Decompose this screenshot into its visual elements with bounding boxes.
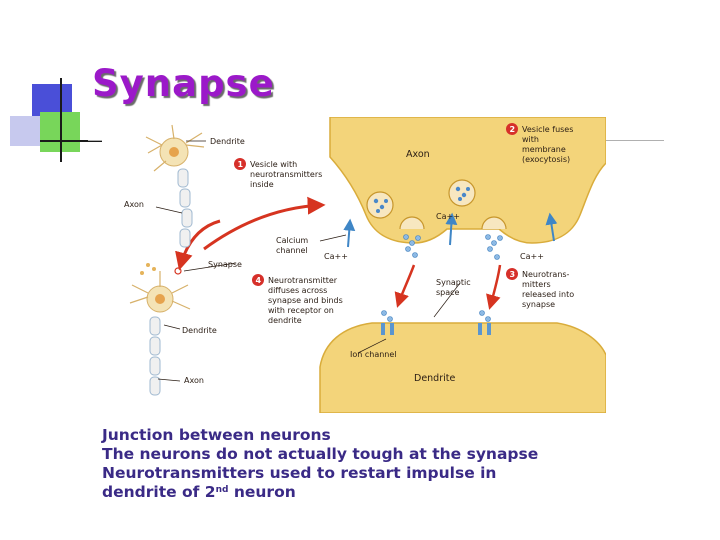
- svg-text:synapse: synapse: [522, 300, 555, 309]
- decor-vertical-line: [60, 78, 62, 162]
- svg-text:diffuses across: diffuses across: [268, 286, 327, 295]
- svg-text:1: 1: [238, 160, 244, 169]
- caption-line-3: Neurotransmitters used to restart impuls…: [102, 464, 497, 482]
- label-ion-channel: Ion channel: [350, 350, 397, 359]
- label-calcium-2: channel: [276, 246, 308, 255]
- arrow-neuron: [175, 219, 221, 271]
- step-4: 4 Neurotransmitter diffuses across synap…: [252, 274, 343, 325]
- svg-text:(exocytosis): (exocytosis): [522, 155, 570, 164]
- label-dendrite-terminal: Dendrite: [414, 373, 455, 384]
- svg-text:dendrite: dendrite: [268, 316, 302, 325]
- neuron-illustration: [146, 137, 193, 396]
- label-calcium-1: Calcium: [276, 236, 308, 245]
- svg-text:4: 4: [256, 276, 262, 285]
- svg-text:synapse and binds: synapse and binds: [268, 296, 343, 305]
- label-ca-inside: Ca++: [436, 212, 460, 221]
- caption-line-4: dendrite of 2nd neuron: [102, 483, 296, 501]
- svg-text:inside: inside: [250, 180, 274, 189]
- svg-text:neurotransmitters: neurotransmitters: [250, 170, 322, 179]
- svg-text:2: 2: [510, 125, 516, 134]
- label-synaptic-1: Synaptic: [436, 278, 471, 287]
- decor-square-lavender: [10, 116, 40, 146]
- step-2: 2 Vesicle fuses with membrane (exocytosi…: [506, 123, 573, 164]
- svg-text:Vesicle fuses: Vesicle fuses: [522, 125, 573, 134]
- step-3: 3 Neurotrans- mitters released into syna…: [506, 268, 574, 309]
- slide-title: Synapse: [92, 62, 275, 105]
- step-1: 1 Vesicle with neurotransmitters inside: [234, 158, 322, 189]
- caption-line-2: The neurons do not actually tough at the…: [102, 445, 539, 463]
- label-synaptic-2: space: [436, 288, 460, 297]
- svg-text:released into: released into: [522, 290, 574, 299]
- neurotransmitters: [403, 234, 503, 260]
- svg-text:Vesicle with: Vesicle with: [250, 160, 297, 169]
- svg-text:with: with: [522, 135, 539, 144]
- arrow-zoom: [203, 196, 326, 251]
- svg-text:membrane: membrane: [522, 145, 566, 154]
- label-axon-bottom: Axon: [184, 376, 204, 385]
- arrow-release-right: [486, 264, 502, 310]
- svg-text:Neurotrans-: Neurotrans-: [522, 270, 570, 279]
- svg-text:mitters: mitters: [522, 280, 551, 289]
- label-synapse-left: Synapse: [208, 260, 242, 269]
- ion-channel: [381, 323, 491, 335]
- label-ca-left: Ca++: [324, 252, 348, 261]
- label-axon-terminal: Axon: [406, 149, 430, 160]
- svg-text:with receptor on: with receptor on: [268, 306, 334, 315]
- dendrite-terminal: [319, 322, 606, 413]
- vesicle: [366, 179, 476, 219]
- arrow-release-left: [394, 264, 416, 308]
- label-dendrite-left: Dendrite: [182, 326, 217, 335]
- svg-text:Neurotransmitter: Neurotransmitter: [268, 276, 338, 285]
- synapse-diagram: Dendrite Axon Synapse Dendrite Axon Axon…: [102, 117, 606, 413]
- svg-text:3: 3: [510, 270, 516, 279]
- label-dendrite-top: Dendrite: [210, 137, 245, 146]
- label-ca-right: Ca++: [520, 252, 544, 261]
- label-axon-left: Axon: [124, 200, 144, 209]
- decor-horizontal-line: [40, 140, 120, 142]
- caption: Junction between neurons The neurons do …: [102, 426, 538, 502]
- axon-terminal: [329, 117, 606, 244]
- caption-line-1: Junction between neurons: [102, 426, 331, 444]
